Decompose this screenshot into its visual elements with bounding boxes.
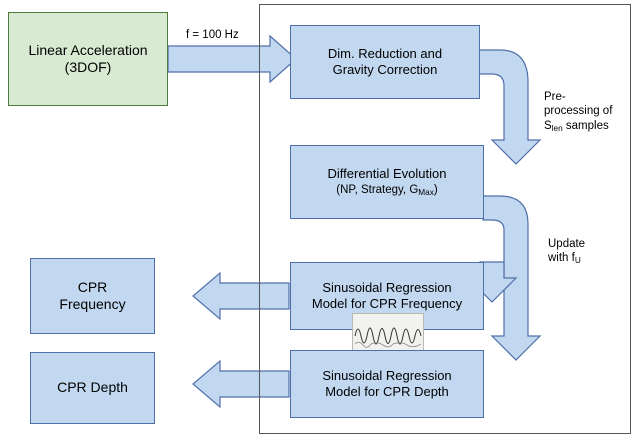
block-srm-depth-line2: Model for CPR Depth [325, 384, 449, 399]
label-preprocessing-line2: processing of [544, 105, 613, 118]
block-sinusoidal-regression-depth: Sinusoidal Regression Model for CPR Dept… [290, 350, 484, 418]
label-sampling-rate: f = 100 Hz [186, 29, 239, 41]
label-update-line2: with fU [548, 251, 634, 266]
processing-group-frame [259, 4, 631, 434]
output-cpr-frequency-line2: Frequency [59, 296, 126, 312]
block-dim-reduction-line1: Dim. Reduction and [327, 45, 443, 61]
block-srm-frequency-line2: Model for CPR Frequency [311, 296, 463, 311]
label-preprocessing-s: S [544, 119, 552, 132]
waveform-thumbnail [352, 313, 424, 355]
output-cpr-frequency-line1: CPR [77, 278, 108, 295]
output-block-cpr-frequency: CPR Frequency [30, 258, 155, 334]
label-update-with-f: with f [548, 252, 575, 265]
label-preprocessing-line1: Pre- [544, 91, 566, 103]
input-block-line2: (3DOF) [64, 59, 112, 75]
label-update: Update with fU [548, 237, 634, 267]
input-block-line1: Linear Acceleration [28, 41, 148, 58]
label-preprocessing: Pre- processing of Slen samples [544, 90, 636, 134]
block-srm-frequency-line1: Sinusoidal Regression [322, 279, 452, 295]
block-differential-evolution-line2: (NP, Strategy, GMax) [336, 183, 438, 198]
block-de-params-post: ) [433, 183, 438, 196]
label-update-line1: Update [548, 238, 586, 250]
output-block-cpr-depth: CPR Depth [30, 352, 155, 424]
block-differential-evolution-line1: Differential Evolution [327, 166, 447, 182]
output-cpr-depth-line1: CPR Depth [57, 379, 128, 396]
block-srm-depth-line1: Sinusoidal Regression [322, 367, 452, 383]
block-dim-reduction-line2: Gravity Correction [332, 62, 438, 77]
label-preprocessing-line3: Slen samples [544, 119, 636, 134]
waveform-icon [353, 314, 423, 354]
label-update-sub: U [574, 256, 581, 266]
block-dim-reduction: Dim. Reduction and Gravity Correction [290, 25, 480, 99]
block-de-params-sub: Max [418, 187, 434, 197]
label-preprocessing-samples: samples [562, 119, 609, 132]
label-preprocessing-sub: len [551, 123, 563, 133]
input-block-linear-acceleration: Linear Acceleration (3DOF) [8, 12, 168, 106]
block-de-params-pre: (NP, Strategy, G [336, 183, 419, 196]
block-sinusoidal-regression-frequency: Sinusoidal Regression Model for CPR Freq… [290, 262, 484, 330]
block-differential-evolution: Differential Evolution (NP, Strategy, GM… [290, 145, 484, 219]
